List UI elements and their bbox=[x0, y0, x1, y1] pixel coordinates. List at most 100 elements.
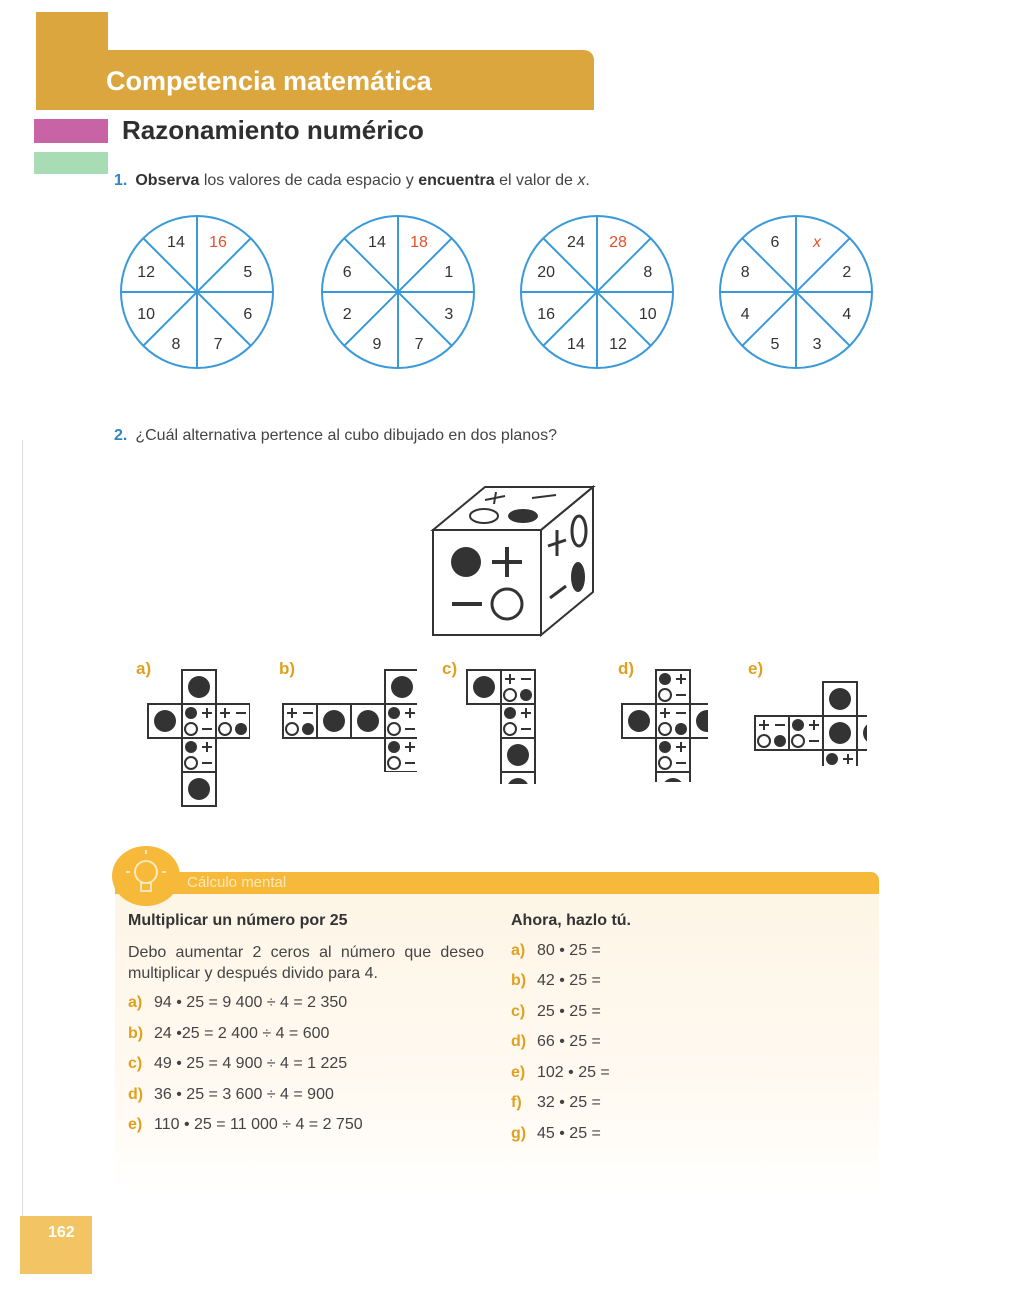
wheel-value: 6 bbox=[770, 234, 779, 251]
exercise-text: 32 • 25 = bbox=[537, 1094, 601, 1111]
q1-end: . bbox=[585, 172, 590, 189]
net-face bbox=[147, 703, 183, 739]
wheel-value: x bbox=[812, 234, 822, 251]
net-face bbox=[181, 669, 217, 705]
example-text: 94 • 25 = 9 400 ÷ 4 = 2 350 bbox=[154, 994, 348, 1011]
wheel-value: 6 bbox=[243, 306, 252, 323]
net-face bbox=[621, 703, 657, 739]
mental-math-title: Cálculo mental bbox=[187, 874, 287, 891]
question-number: 1. bbox=[114, 172, 128, 189]
section-title: Competencia matemática bbox=[106, 66, 432, 96]
cube-net-option-c[interactable] bbox=[465, 668, 551, 784]
exercise-label: f) bbox=[511, 1094, 522, 1111]
net-face bbox=[181, 703, 217, 739]
net-face bbox=[655, 737, 691, 773]
net-face bbox=[689, 703, 708, 739]
net-face bbox=[856, 715, 867, 751]
net-face bbox=[500, 703, 536, 739]
net-face bbox=[384, 703, 417, 739]
wheel-value: 12 bbox=[137, 264, 155, 281]
exercise-row[interactable]: e) 102 • 25 = bbox=[511, 1064, 610, 1082]
net-face bbox=[655, 771, 691, 782]
wheel-divider bbox=[741, 237, 851, 347]
exercise-row[interactable]: c) 25 • 25 = bbox=[511, 1003, 601, 1021]
question-number: 2. bbox=[114, 427, 128, 444]
exercise-row[interactable]: a) 80 • 25 = bbox=[511, 942, 601, 960]
exercise-text: 102 • 25 = bbox=[537, 1064, 610, 1081]
page-number-tab: 162 bbox=[20, 1216, 92, 1274]
question-2: 2. ¿Cuál alternativa pertence al cubo dib… bbox=[114, 427, 557, 445]
cube-net-option-e[interactable] bbox=[753, 680, 867, 766]
option-label-e[interactable]: e) bbox=[748, 659, 764, 678]
exercise-text: 25 • 25 = bbox=[537, 1003, 601, 1020]
exercise-label: c) bbox=[511, 1003, 526, 1020]
mental-math-header bbox=[115, 872, 879, 894]
q1-bold-observa: Observa bbox=[135, 172, 200, 189]
q2-text: ¿Cuál alternativa pertence al cubo dibuj… bbox=[135, 427, 557, 444]
q1-text: los valores de cada espacio y bbox=[199, 172, 419, 189]
exercise-text: 80 • 25 = bbox=[537, 942, 601, 959]
left-heading: Multiplicar un número por 25 bbox=[128, 912, 348, 929]
right-heading: Ahora, hazlo tú. bbox=[511, 912, 631, 929]
wheel-value: 18 bbox=[410, 234, 428, 251]
wheel-value: 8 bbox=[643, 264, 652, 281]
pink-marker bbox=[34, 119, 108, 143]
net-face bbox=[655, 669, 691, 705]
net-face bbox=[754, 715, 790, 751]
exercise-label: g) bbox=[511, 1125, 527, 1142]
net-face bbox=[655, 703, 691, 739]
cube-net-option-b[interactable] bbox=[281, 668, 417, 772]
wheel-value: 9 bbox=[372, 336, 381, 353]
header-banner bbox=[36, 50, 594, 110]
exercise-row[interactable]: d) 66 • 25 = bbox=[511, 1033, 601, 1051]
example-row: a)94 • 25 = 9 400 ÷ 4 = 2 350 bbox=[128, 994, 347, 1012]
exercise-row[interactable]: f) 32 • 25 = bbox=[511, 1094, 601, 1112]
wheel-value: 3 bbox=[444, 306, 453, 323]
net-face bbox=[215, 703, 250, 739]
example-row: c)49 • 25 = 4 900 ÷ 4 = 1 225 bbox=[128, 1055, 347, 1073]
option-label-d[interactable]: d) bbox=[618, 659, 635, 678]
wheel-value: 24 bbox=[567, 234, 585, 251]
wheel-value: 12 bbox=[609, 336, 627, 353]
wheel-value: 5 bbox=[243, 264, 252, 281]
cube-net-option-d[interactable] bbox=[620, 668, 708, 782]
exercise-text: 66 • 25 = bbox=[537, 1033, 601, 1050]
wheel-divider bbox=[142, 237, 252, 347]
q1-text-2: el valor de bbox=[494, 172, 578, 189]
lightbulb-icon bbox=[112, 846, 180, 906]
wheel-value: 5 bbox=[770, 336, 779, 353]
net-face bbox=[500, 737, 536, 773]
exercise-row[interactable]: b)42 • 25 = bbox=[511, 972, 601, 990]
option-label-c[interactable]: c) bbox=[442, 659, 458, 678]
exercise-label: e) bbox=[511, 1064, 526, 1081]
option-label-b[interactable]: b) bbox=[279, 659, 296, 678]
net-face bbox=[282, 703, 318, 739]
exercise-label: d) bbox=[511, 1033, 527, 1050]
net-face bbox=[384, 669, 417, 705]
net-face bbox=[181, 737, 217, 773]
mental-math-box bbox=[115, 892, 879, 1192]
exercise-label: a) bbox=[511, 942, 526, 959]
wheel-value: 6 bbox=[343, 264, 352, 281]
wheel-value: 2 bbox=[343, 306, 352, 323]
wheel-value: 8 bbox=[741, 264, 750, 281]
cube-net-option-a[interactable] bbox=[146, 668, 250, 808]
example-label: e) bbox=[128, 1116, 143, 1133]
example-label: b) bbox=[128, 1025, 144, 1042]
wheel-value: 16 bbox=[537, 306, 555, 323]
wheel-value: 1 bbox=[444, 264, 453, 281]
page-subtitle: Razonamiento numérico bbox=[122, 115, 424, 145]
option-label-a[interactable]: a) bbox=[136, 659, 152, 678]
net-face bbox=[181, 771, 217, 807]
exercise-row[interactable]: g)45 • 25 = bbox=[511, 1125, 601, 1143]
margin-line bbox=[22, 440, 23, 1220]
net-face bbox=[788, 715, 824, 751]
wheel-value: 10 bbox=[137, 306, 155, 323]
example-label: d) bbox=[128, 1086, 144, 1103]
net-face bbox=[384, 737, 417, 772]
example-text: 110 • 25 = 11 000 ÷ 4 = 2 750 bbox=[154, 1116, 363, 1133]
net-face bbox=[350, 703, 386, 739]
